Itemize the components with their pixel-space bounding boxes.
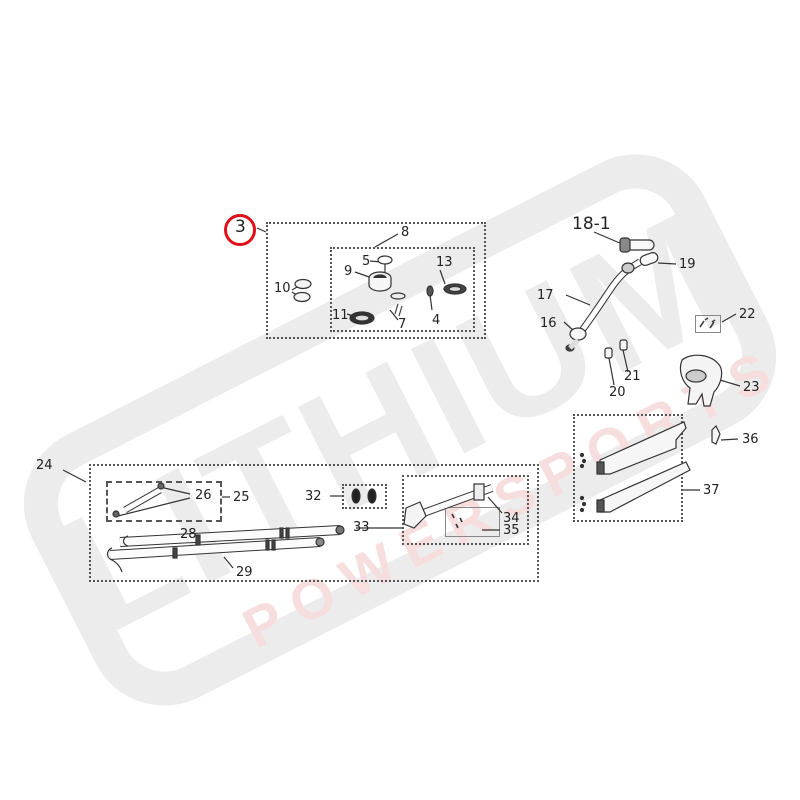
label-part-25[interactable]: 25 [233, 490, 250, 505]
group-3-box [266, 222, 486, 339]
label-part-33[interactable]: 33 [353, 520, 370, 535]
label-part-8[interactable]: 8 [401, 225, 410, 240]
group-25-box [106, 481, 222, 522]
label-part-29[interactable]: 29 [236, 565, 253, 580]
label-part-16[interactable]: 16 [540, 316, 557, 331]
group-24-box [89, 464, 539, 582]
group-22-box [695, 315, 721, 333]
label-part-32[interactable]: 32 [305, 489, 322, 504]
label-part-18-1[interactable]: 18-1 [572, 214, 611, 234]
group-32-box [342, 484, 387, 509]
label-part-11[interactable]: 11 [332, 308, 349, 323]
label-part-5[interactable]: 5 [362, 254, 371, 269]
label-part-36[interactable]: 36 [742, 432, 759, 447]
label-part-19[interactable]: 19 [679, 257, 696, 272]
label-part-7[interactable]: 7 [398, 317, 407, 332]
highlight-circle-part-3 [224, 214, 256, 246]
group-8-box [330, 247, 475, 332]
label-part-17[interactable]: 17 [537, 288, 554, 303]
label-part-37[interactable]: 37 [703, 483, 720, 498]
label-part-3[interactable]: 3 [235, 217, 246, 237]
label-part-22[interactable]: 22 [739, 307, 756, 322]
group-35-box [445, 507, 500, 537]
group-33-box [402, 475, 529, 545]
label-part-34[interactable]: 34 [503, 511, 520, 526]
label-part-26[interactable]: 26 [195, 488, 212, 503]
label-part-13[interactable]: 13 [436, 255, 453, 270]
label-part-21[interactable]: 21 [624, 369, 641, 384]
label-part-23[interactable]: 23 [743, 380, 760, 395]
label-part-35[interactable]: 35 [503, 523, 520, 538]
label-part-9[interactable]: 9 [344, 264, 353, 279]
label-part-10[interactable]: 10 [274, 281, 291, 296]
label-part-28[interactable]: 28 [180, 527, 197, 542]
label-part-20[interactable]: 20 [609, 385, 626, 400]
label-part-4[interactable]: 4 [432, 313, 441, 328]
label-part-24[interactable]: 24 [36, 458, 53, 473]
